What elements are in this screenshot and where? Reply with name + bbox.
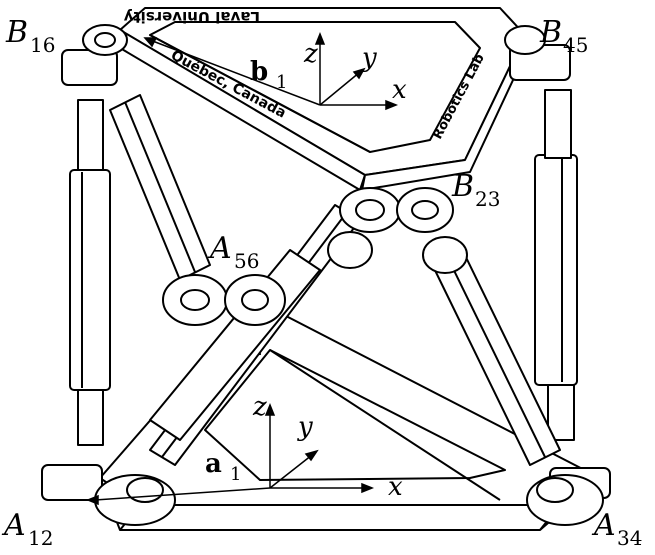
leg-diag-1: [109, 94, 211, 281]
joint-a12: [94, 474, 176, 526]
svg-text:23: 23: [475, 187, 500, 211]
svg-text:B: B: [539, 15, 562, 50]
svg-text:12: 12: [28, 526, 53, 550]
base-z-label: z: [252, 392, 267, 422]
svg-text:56: 56: [234, 249, 259, 273]
leg-right: [509, 44, 611, 499]
top-frame: [143, 31, 399, 111]
joint-a56: [162, 274, 286, 326]
base-y-label: y: [297, 412, 313, 442]
base-x-label: x: [388, 472, 403, 502]
label-b16: B 16: [5, 15, 55, 57]
svg-text:A: A: [1, 508, 26, 543]
svg-text:A: A: [591, 508, 616, 543]
engraving-back: Laval University: [123, 8, 260, 26]
label-a34: A 34: [591, 508, 642, 550]
base-frame: [85, 402, 375, 506]
svg-text:16: 16: [30, 33, 55, 57]
label-b23: B 23: [451, 169, 500, 211]
top-origin-label: b: [250, 57, 268, 87]
base-origin-label: a: [205, 449, 222, 479]
top-y-label: y: [361, 43, 377, 73]
label-b45: B 45: [539, 15, 588, 57]
joint-b45: [504, 25, 546, 55]
leg-left: [41, 49, 118, 501]
top-x-label: x: [392, 75, 407, 105]
svg-text:B: B: [451, 169, 474, 204]
joint-a34: [526, 474, 604, 526]
label-a12: A 12: [1, 508, 53, 550]
svg-text:34: 34: [617, 526, 642, 550]
label-a56: A 56: [207, 231, 259, 273]
svg-text:45: 45: [563, 33, 588, 57]
top-origin-sub: 1: [276, 72, 287, 93]
svg-text:A: A: [207, 231, 232, 266]
top-z-label: z: [303, 39, 318, 69]
base-origin-sub: 1: [230, 464, 241, 485]
joint-b23: [327, 187, 468, 274]
joint-b16: [82, 24, 128, 56]
svg-text:B: B: [5, 15, 28, 50]
